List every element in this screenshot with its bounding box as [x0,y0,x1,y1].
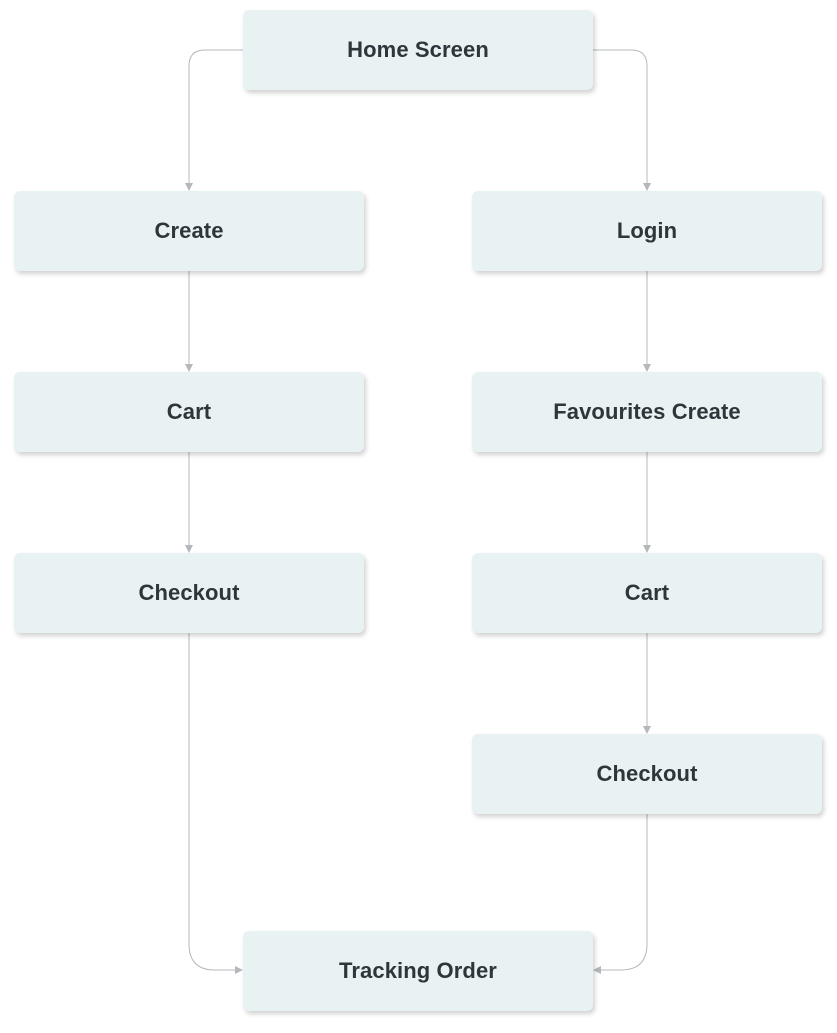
node-cart-right[interactable]: Cart [472,553,822,633]
node-label: Cart [624,580,670,605]
node-label: Cart [166,399,212,424]
node-checkout-right[interactable]: Checkout [472,734,822,814]
node-favourites-create[interactable]: Favourites Create [472,372,822,452]
node-login[interactable]: Login [472,191,822,271]
node-label: Tracking Order [339,958,497,983]
node-home-screen[interactable]: Home Screen [243,10,593,90]
node-label: Checkout [596,761,698,786]
node-create[interactable]: Create [14,191,364,271]
node-checkout-left[interactable]: Checkout [14,553,364,633]
node-label: Home Screen [347,37,489,62]
connector-checkout-to-tracking-order [188,633,243,974]
node-label: Create [154,218,224,243]
node-tracking-order[interactable]: Tracking Order [243,931,593,1011]
node-label: Checkout [138,580,240,605]
node-cart-left[interactable]: Cart [14,372,364,452]
connector-checkout-right-to-tracking-order [593,814,648,974]
node-label: Login [616,218,678,243]
connector-home-to-login [593,49,651,191]
node-label: Favourites Create [553,399,741,424]
connector-home-to-create [185,49,243,191]
